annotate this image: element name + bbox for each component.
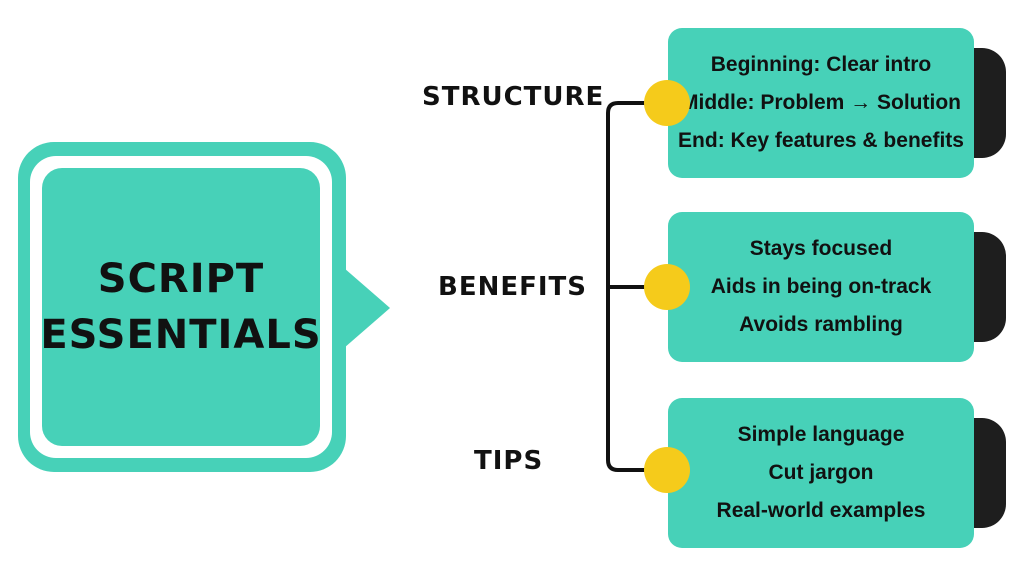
title-line-1: SCRIPT <box>97 256 265 302</box>
tips-item: Real-world examples <box>716 499 926 522</box>
category-label-structure: STRUCTURE <box>422 82 605 112</box>
structure-card: Beginning: Clear intro Middle: Problem →… <box>668 28 974 178</box>
category-label-benefits: BENEFITS <box>438 272 587 302</box>
title-pointer-arrow <box>344 268 390 348</box>
title-line-2: ESSENTIALS <box>40 312 322 358</box>
benefits-card: Stays focused Aids in being on-track Avo… <box>668 212 974 362</box>
structure-item: End: Key features & benefits <box>678 129 964 152</box>
benefits-connector-dot <box>644 264 690 310</box>
structure-item: Middle: Problem → Solution <box>681 91 961 114</box>
structure-connector-dot <box>644 80 690 126</box>
title-box: SCRIPT ESSENTIALS <box>40 168 322 446</box>
tips-item: Simple language <box>737 423 905 446</box>
benefits-item: Stays focused <box>749 237 893 260</box>
benefits-item: Aids in being on-track <box>710 275 932 298</box>
category-label-tips: TIPS <box>474 446 544 476</box>
tips-card: Simple language Cut jargon Real-world ex… <box>668 398 974 548</box>
structure-item: Beginning: Clear intro <box>710 53 932 76</box>
tips-connector-dot <box>644 447 690 493</box>
tips-item: Cut jargon <box>768 461 874 484</box>
benefits-item: Avoids rambling <box>739 313 903 336</box>
